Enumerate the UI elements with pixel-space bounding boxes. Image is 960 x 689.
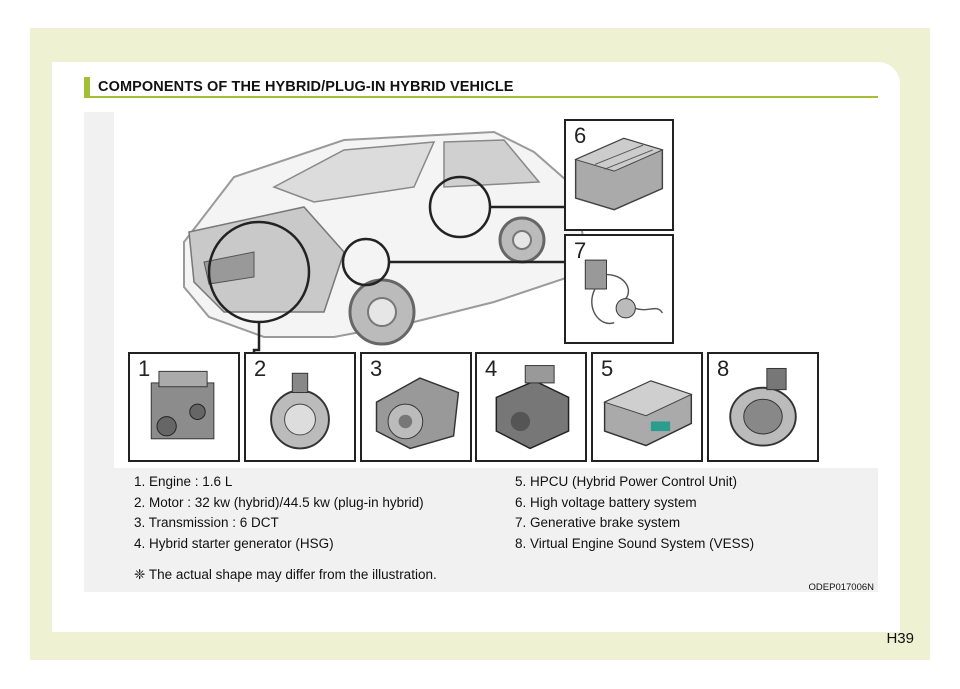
legend-item: 5. HPCU (Hybrid Power Control Unit)	[515, 474, 738, 489]
callout-box-8: 8	[707, 352, 819, 462]
transmission-icon	[375, 377, 460, 450]
title-underline	[84, 96, 878, 98]
callout-box-1: 1	[128, 352, 240, 462]
speaker-icon	[729, 367, 797, 447]
legend-item: 4. Hybrid starter generator (HSG)	[134, 535, 334, 551]
callout-number: 1	[138, 356, 151, 381]
illustration-note: ❈ The actual shape may differ from the i…	[134, 567, 437, 582]
callout-box-6: 6	[564, 119, 674, 231]
callout-box-7: 7	[564, 234, 674, 344]
callout-box-4: 4	[475, 352, 587, 462]
control-unit-icon	[603, 380, 693, 447]
legend-item: 2. Motor : 32 kw (hybrid)/44.5 kw (plug-…	[134, 494, 424, 510]
battery-pack-icon	[574, 137, 664, 211]
callout-number: 3	[370, 356, 383, 381]
illustration-panel: 6 7 1 2 3	[84, 112, 878, 593]
section-title-text: COMPONENTS OF THE HYBRID/PLUG-IN HYBRID …	[98, 79, 514, 95]
rear-wheel-hub	[512, 230, 532, 250]
legend-item: 6. High voltage battery system	[515, 494, 697, 510]
legend-left: 1. Engine : 1.6 L 2. Motor : 32 kw (hybr…	[134, 472, 424, 554]
starter-generator-icon	[495, 365, 570, 450]
front-wheel-hub	[367, 297, 397, 327]
engine-icon	[150, 370, 215, 440]
car-side-windows	[443, 139, 541, 188]
callout-box-2: 2	[244, 352, 356, 462]
legend-item: 1. Engine : 1.6 L	[134, 474, 233, 489]
brake-system-icon	[584, 259, 664, 325]
callout-box-5: 5	[591, 352, 703, 462]
legend-right: 5. HPCU (Hybrid Power Control Unit) 6. H…	[515, 472, 754, 554]
callout-number: 2	[254, 356, 267, 381]
callout-number: 8	[717, 356, 730, 381]
figure-code: ODEP017006N	[808, 582, 874, 593]
callout-number: 5	[601, 356, 614, 381]
legend-item: 8. Virtual Engine Sound System (VESS)	[515, 535, 755, 551]
car-grille	[203, 251, 255, 285]
car-windshield	[272, 141, 436, 203]
motor-icon	[270, 372, 330, 450]
callout-box-3: 3	[360, 352, 472, 462]
callout-number: 6	[574, 123, 587, 148]
title-accent-bar	[84, 77, 90, 97]
legend-item: 3. Transmission : 6 DCT	[134, 515, 279, 530]
legend-item: 7. Generative brake system	[515, 515, 681, 530]
callout-number: 4	[485, 356, 498, 381]
page-number: H39	[886, 630, 914, 647]
callout-number: 7	[574, 238, 587, 263]
section-title: COMPONENTS OF THE HYBRID/PLUG-IN HYBRID …	[84, 76, 514, 98]
